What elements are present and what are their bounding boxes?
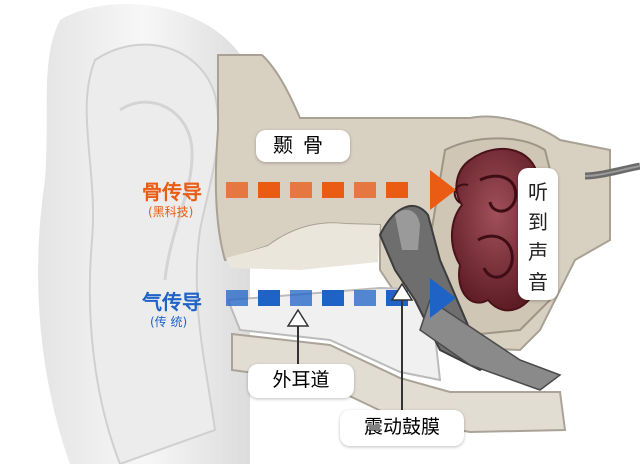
arrow-dash bbox=[354, 182, 376, 198]
eardrum-pointer bbox=[390, 282, 414, 412]
hear-sound-label: 听 到 声 音 bbox=[518, 168, 558, 300]
pinna-shape bbox=[38, 4, 250, 464]
air-conduction-title: 气传导 bbox=[142, 290, 202, 314]
arrow-dash bbox=[258, 290, 280, 306]
ear-canal-label: 外耳道 bbox=[248, 364, 354, 398]
hear-char-2: 到 bbox=[528, 210, 548, 234]
arrow-head bbox=[430, 278, 456, 318]
arrow-dash bbox=[290, 182, 312, 198]
air-conduction-arrow bbox=[226, 278, 456, 318]
arrow-dash bbox=[290, 290, 312, 306]
arrow-dash bbox=[258, 182, 280, 198]
bone-conduction-subtitle: (黑科技) bbox=[148, 205, 194, 219]
temporal-bone-label: 颞骨 bbox=[256, 130, 350, 162]
cable-highlight bbox=[584, 165, 640, 177]
arrow-dash bbox=[386, 182, 408, 198]
air-conduction-subtitle: (传 统) bbox=[150, 315, 188, 329]
arrow-dash bbox=[322, 290, 344, 306]
arrow-dash bbox=[226, 182, 248, 198]
ear-canal-pointer bbox=[286, 308, 310, 366]
ear-canal-shape bbox=[226, 286, 567, 434]
arrow-head bbox=[430, 170, 456, 210]
arrow-dash bbox=[322, 182, 344, 198]
bone-conduction-arrow bbox=[226, 170, 456, 210]
arrow-dash bbox=[226, 290, 248, 306]
hear-char-4: 音 bbox=[528, 270, 548, 294]
eardrum-vibration-label: 震动鼓膜 bbox=[340, 410, 464, 446]
hear-char-1: 听 bbox=[528, 180, 548, 204]
hear-char-3: 声 bbox=[528, 240, 548, 264]
arrow-dash bbox=[354, 290, 376, 306]
bone-conduction-title: 骨传导 bbox=[142, 180, 202, 204]
